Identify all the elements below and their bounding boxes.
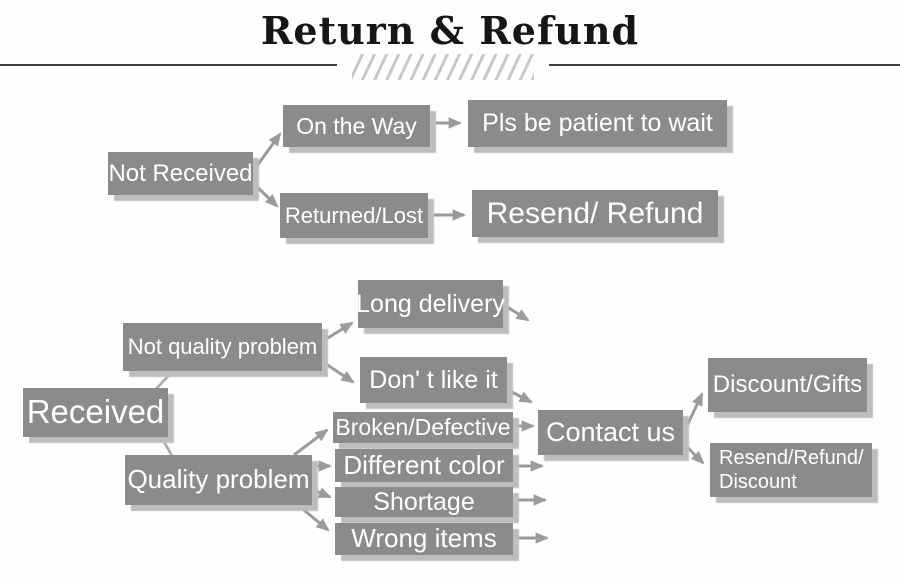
flowchart-node-quality-problem: Quality problem bbox=[125, 455, 312, 505]
arrow-not-quality-to-long-delivery bbox=[322, 321, 354, 343]
page-title: Return & Refund bbox=[260, 8, 640, 53]
title-rule-right bbox=[549, 64, 900, 66]
arrow-quality-to-broken-defective bbox=[293, 428, 329, 457]
flowchart-node-broken-defective: Broken/Defective bbox=[333, 412, 513, 443]
flowchart-node-long-delivery: Long delivery bbox=[356, 280, 505, 328]
flowchart-node-wrong-items: Wrong items bbox=[335, 523, 513, 555]
flowchart-node-received: Received bbox=[23, 388, 168, 437]
slash-hatch-icon bbox=[352, 54, 534, 80]
flowchart-node-not-quality-problem: Not quality problem bbox=[123, 323, 322, 371]
arrow-contact-us-to-discount-gifts bbox=[684, 392, 704, 429]
flowchart-node-returned-lost: Returned/Lost bbox=[280, 193, 428, 238]
arrow-not-received-to-returned-lost bbox=[252, 182, 279, 208]
connector-received-to-quality-problem bbox=[160, 437, 174, 457]
flowchart-node-discount-gifts: Discount/Gifts bbox=[708, 358, 867, 412]
flowchart-node-dont-like-it: Don' t like it bbox=[360, 357, 507, 403]
arrow-quality-to-wrong-items bbox=[298, 504, 330, 532]
flowchart-node-resend-refund-discount: Resend/Refund/ Discount bbox=[710, 443, 872, 497]
flowchart-node-shortage: Shortage bbox=[335, 487, 513, 517]
connector-received-to-not-quality-problem bbox=[155, 371, 173, 390]
arrow-not-received-to-on-the-way bbox=[252, 132, 282, 171]
arrow-quality-to-shortage bbox=[310, 487, 332, 499]
flowchart-node-different-color: Different color bbox=[335, 449, 513, 482]
arrow-dont-like-it-out bbox=[507, 388, 533, 404]
flowchart-node-contact-us: Contact us bbox=[538, 410, 683, 455]
flowchart-node-resend-refund: Resend/ Refund bbox=[472, 190, 718, 237]
title-rule-left bbox=[0, 64, 337, 66]
flowchart-node-on-the-way: On the Way bbox=[283, 105, 430, 147]
arrow-long-delivery-out bbox=[503, 303, 530, 322]
flowchart-node-pls-be-patient: Pls be patient to wait bbox=[468, 100, 727, 147]
arrow-contact-us-to-resend-refund-discount bbox=[684, 444, 705, 465]
flowchart-node-not-received: Not Received bbox=[108, 152, 253, 195]
arrow-not-quality-to-dont-like-it bbox=[322, 360, 355, 384]
